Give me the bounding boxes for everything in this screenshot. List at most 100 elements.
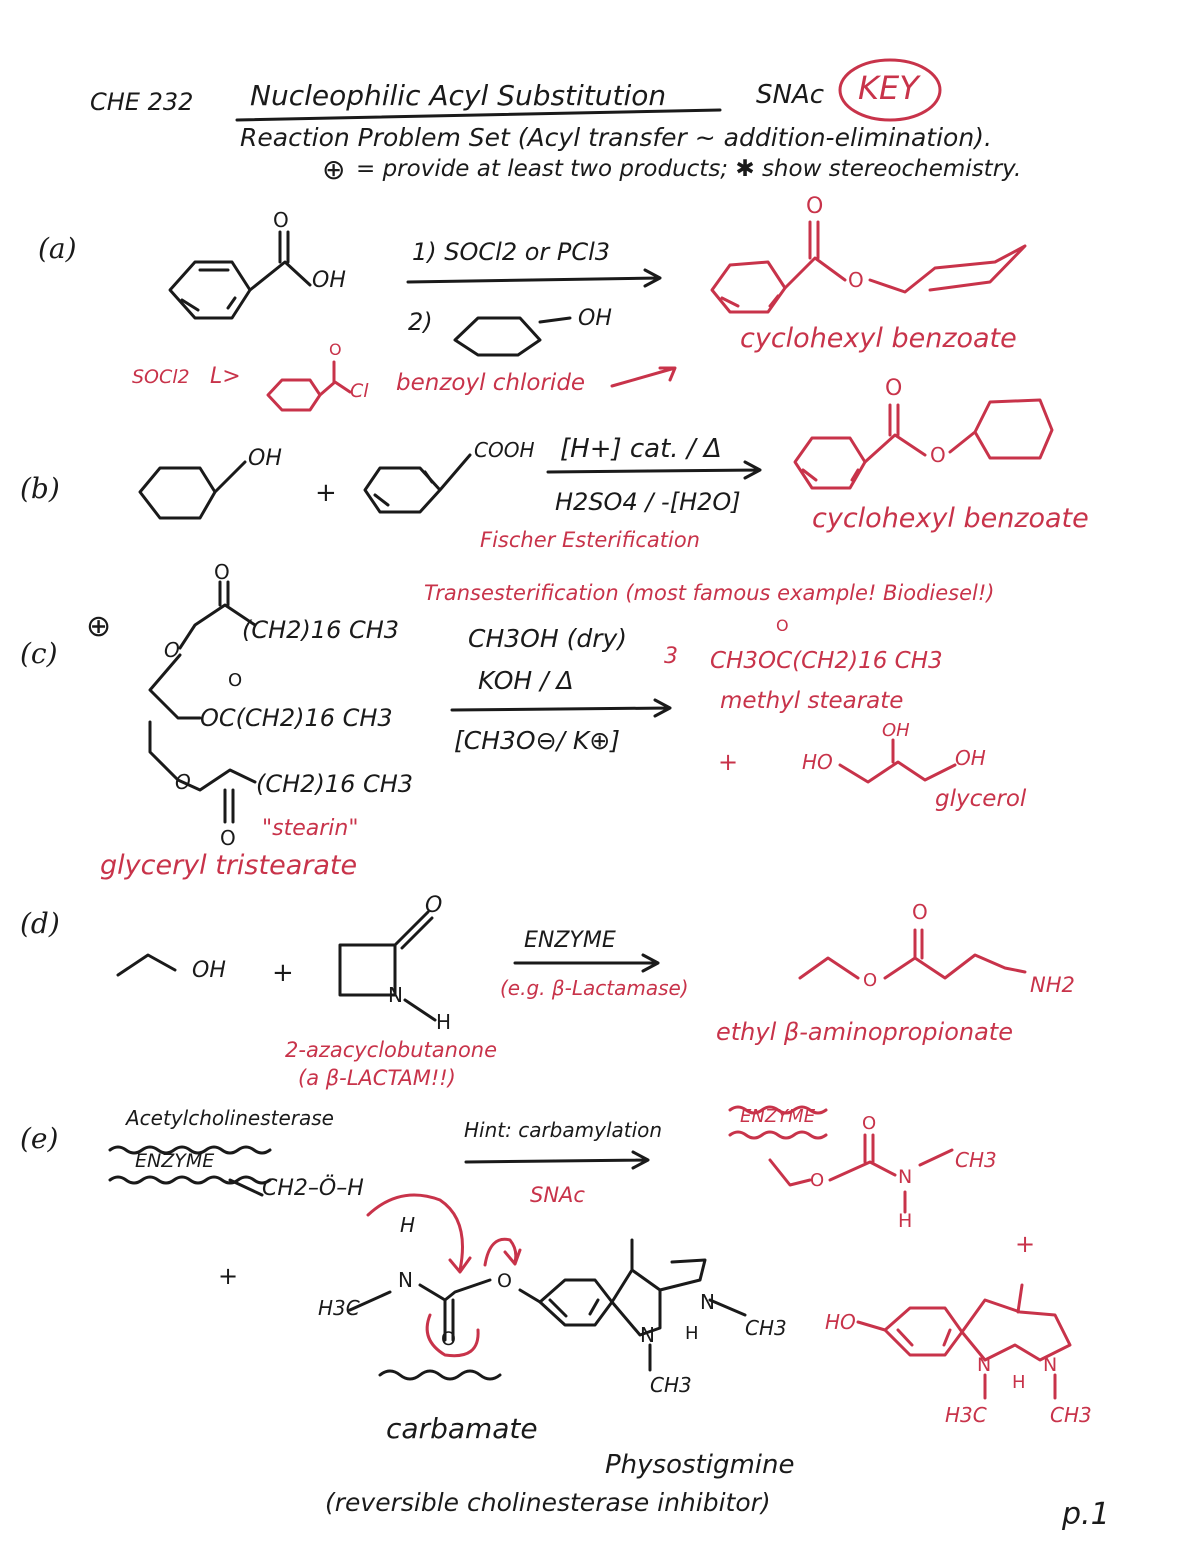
part-e-arrow-label: SNAc <box>530 1183 585 1207</box>
part-b-product-o-top: O <box>885 376 903 401</box>
part-e-product2-h3c: H3C <box>945 1403 987 1427</box>
part-a-step1: 1) SOCl2 or PCl3 <box>412 238 611 266</box>
part-b-product-name: cyclohexyl benzoate <box>812 503 1089 534</box>
part-e-product-h: H <box>898 1210 913 1232</box>
page-title: Nucleophilic Acyl Substitution <box>250 79 667 112</box>
part-c-transester-note: Transesterification (most famous example… <box>424 581 995 605</box>
part-d-enzyme: ENZYME <box>524 928 616 953</box>
part-b-plus: + <box>315 478 337 508</box>
glyceryl-tristearate-structure <box>148 580 257 824</box>
part-e-ch3-bottom: CH3 <box>650 1373 692 1397</box>
part-b-product-o: O <box>930 443 946 467</box>
part-b-alcohol-oh: OH <box>248 446 282 471</box>
part-e-n-label: N <box>398 1268 413 1292</box>
part-e-product-o: O <box>810 1170 825 1191</box>
part-e-enzyme-name: Acetylcholinesterase <box>126 1106 334 1130</box>
part-c-product1-name: methyl stearate <box>720 688 904 714</box>
part-a-product-o: O <box>848 268 864 292</box>
part-d-product-name: ethyl β-aminopropionate <box>716 1018 1013 1046</box>
course-code: CHE 232 <box>90 88 194 116</box>
part-a-note-intermediate: benzoyl chloride <box>396 370 586 396</box>
part-d-product-nh2: NH2 <box>1030 973 1075 997</box>
part-c-o-ester3: O <box>175 770 191 794</box>
part-a-acid-oh: OH <box>312 268 346 293</box>
part-d-product-o: O <box>912 900 928 924</box>
part-c-nickname: "stearin" <box>262 816 359 841</box>
part-e-ring-n1: N <box>640 1323 655 1347</box>
page-number: p.1 <box>1062 1497 1110 1532</box>
part-b-acid: COOH <box>474 438 535 462</box>
part-e-product2-ho: HO <box>825 1310 856 1334</box>
part-a-note-o: O <box>329 340 342 359</box>
part-e-product-n: N <box>898 1166 913 1188</box>
part-d-lactam-o: O <box>425 893 443 918</box>
part-a-note-reagent: SOCl2 <box>132 366 190 388</box>
part-c-chain3: (CH2)16 CH3 <box>256 770 414 798</box>
part-e-plus: + <box>218 1262 239 1290</box>
part-c-plus: + <box>718 748 739 776</box>
part-e-o-ester: O <box>497 1270 512 1292</box>
part-d-lactam-n: N <box>388 983 403 1007</box>
mechanism-label: SNAc <box>756 80 825 110</box>
part-e-enzyme-group: CH2–Ö–H <box>262 1176 364 1201</box>
part-d-plus: + <box>272 958 294 988</box>
part-c-product-coeff: 3 <box>664 644 678 669</box>
part-e-product2-n1: N <box>977 1354 992 1376</box>
part-b-label: (b) <box>20 472 60 505</box>
part-e-product2-h: H <box>1012 1372 1026 1393</box>
part-c-o-ester1: O <box>164 638 180 662</box>
part-a-product-name: cyclohexyl benzoate <box>740 323 1017 354</box>
part-e-product-enzyme: ENZYME <box>740 1106 816 1127</box>
part-c-label: (c) <box>20 637 58 670</box>
part-e-drug-name: Physostigmine <box>605 1450 795 1480</box>
part-e-ring-n2: N <box>700 1290 715 1314</box>
part-d-lactam-h: H <box>436 1010 452 1034</box>
part-c-reagent2: KOH / Δ <box>478 666 574 695</box>
physostigmine-structure <box>348 1238 747 1381</box>
part-c-glycerol-oh: OH <box>955 746 986 770</box>
part-e-ring-h: H <box>685 1323 699 1344</box>
part-e-label: (e) <box>20 1122 59 1155</box>
part-a-label: (a) <box>38 232 77 265</box>
part-a-step2: 2) <box>408 308 433 336</box>
cyclohexyl-benzoate-b <box>793 398 1054 490</box>
part-d-lactam-note: (a β-LACTAM!!) <box>298 1066 456 1090</box>
part-e-product2-n2: N <box>1043 1354 1058 1376</box>
part-d-enzyme-example: (e.g. β-Lactamase) <box>500 976 689 1000</box>
part-e-drug-note: (reversible cholinesterase inhibitor) <box>325 1488 771 1517</box>
part-a-note-cl: Cl <box>350 380 369 402</box>
part-e-o-carbonyl: O <box>441 1328 456 1350</box>
instructions: = provide at least two products; ✱ show … <box>356 156 1022 182</box>
part-c-glycerol-ho: HO <box>802 750 833 774</box>
part-a-alcohol-oh: OH <box>578 306 612 331</box>
benzoic-acid-structure <box>168 230 312 320</box>
part-e-h-top: H <box>400 1213 416 1237</box>
part-c-o-top: O <box>214 560 230 584</box>
part-d-label: (d) <box>20 907 60 940</box>
key-label: KEY <box>858 69 919 107</box>
part-e-carbamate-label: carbamate <box>386 1412 538 1445</box>
part-c-chain2: OC(CH2)16 CH3 <box>200 704 393 732</box>
part-b-reaction-name: Fischer Esterification <box>480 528 700 552</box>
part-c-name: glyceryl tristearate <box>100 850 358 881</box>
part-a-product-o-top: O <box>806 194 824 219</box>
part-d-lactam-name: 2-azacyclobutanone <box>285 1038 498 1062</box>
part-e-hint: Hint: carbamylation <box>464 1118 663 1142</box>
plus-circle-icon: ⊕ <box>322 153 346 186</box>
part-c-chain1: (CH2)16 CH3 <box>242 616 400 644</box>
subtitle: Reaction Problem Set (Acyl transfer ~ ad… <box>240 123 992 152</box>
part-e-ch3-right: CH3 <box>745 1316 787 1340</box>
part-c-glycerol-oh-top: OH <box>882 720 910 741</box>
part-c-o-bot: O <box>220 826 236 850</box>
part-a-note-arrow: L> <box>210 364 241 389</box>
cyclohexyl-benzoate-a <box>710 220 1027 314</box>
part-c-o-mid: O <box>228 670 243 691</box>
part-d-alcohol-oh: OH <box>192 958 226 983</box>
part-c-mark: ⊕ <box>86 609 112 644</box>
part-b-conditions-top: [H+] cat. / Δ <box>560 434 722 464</box>
part-e-product-ch3: CH3 <box>955 1148 997 1172</box>
part-c-product2-name: glycerol <box>935 786 1027 812</box>
part-e-h3c: H3C <box>318 1296 360 1320</box>
part-e-enzyme-box: ENZYME <box>135 1150 215 1172</box>
